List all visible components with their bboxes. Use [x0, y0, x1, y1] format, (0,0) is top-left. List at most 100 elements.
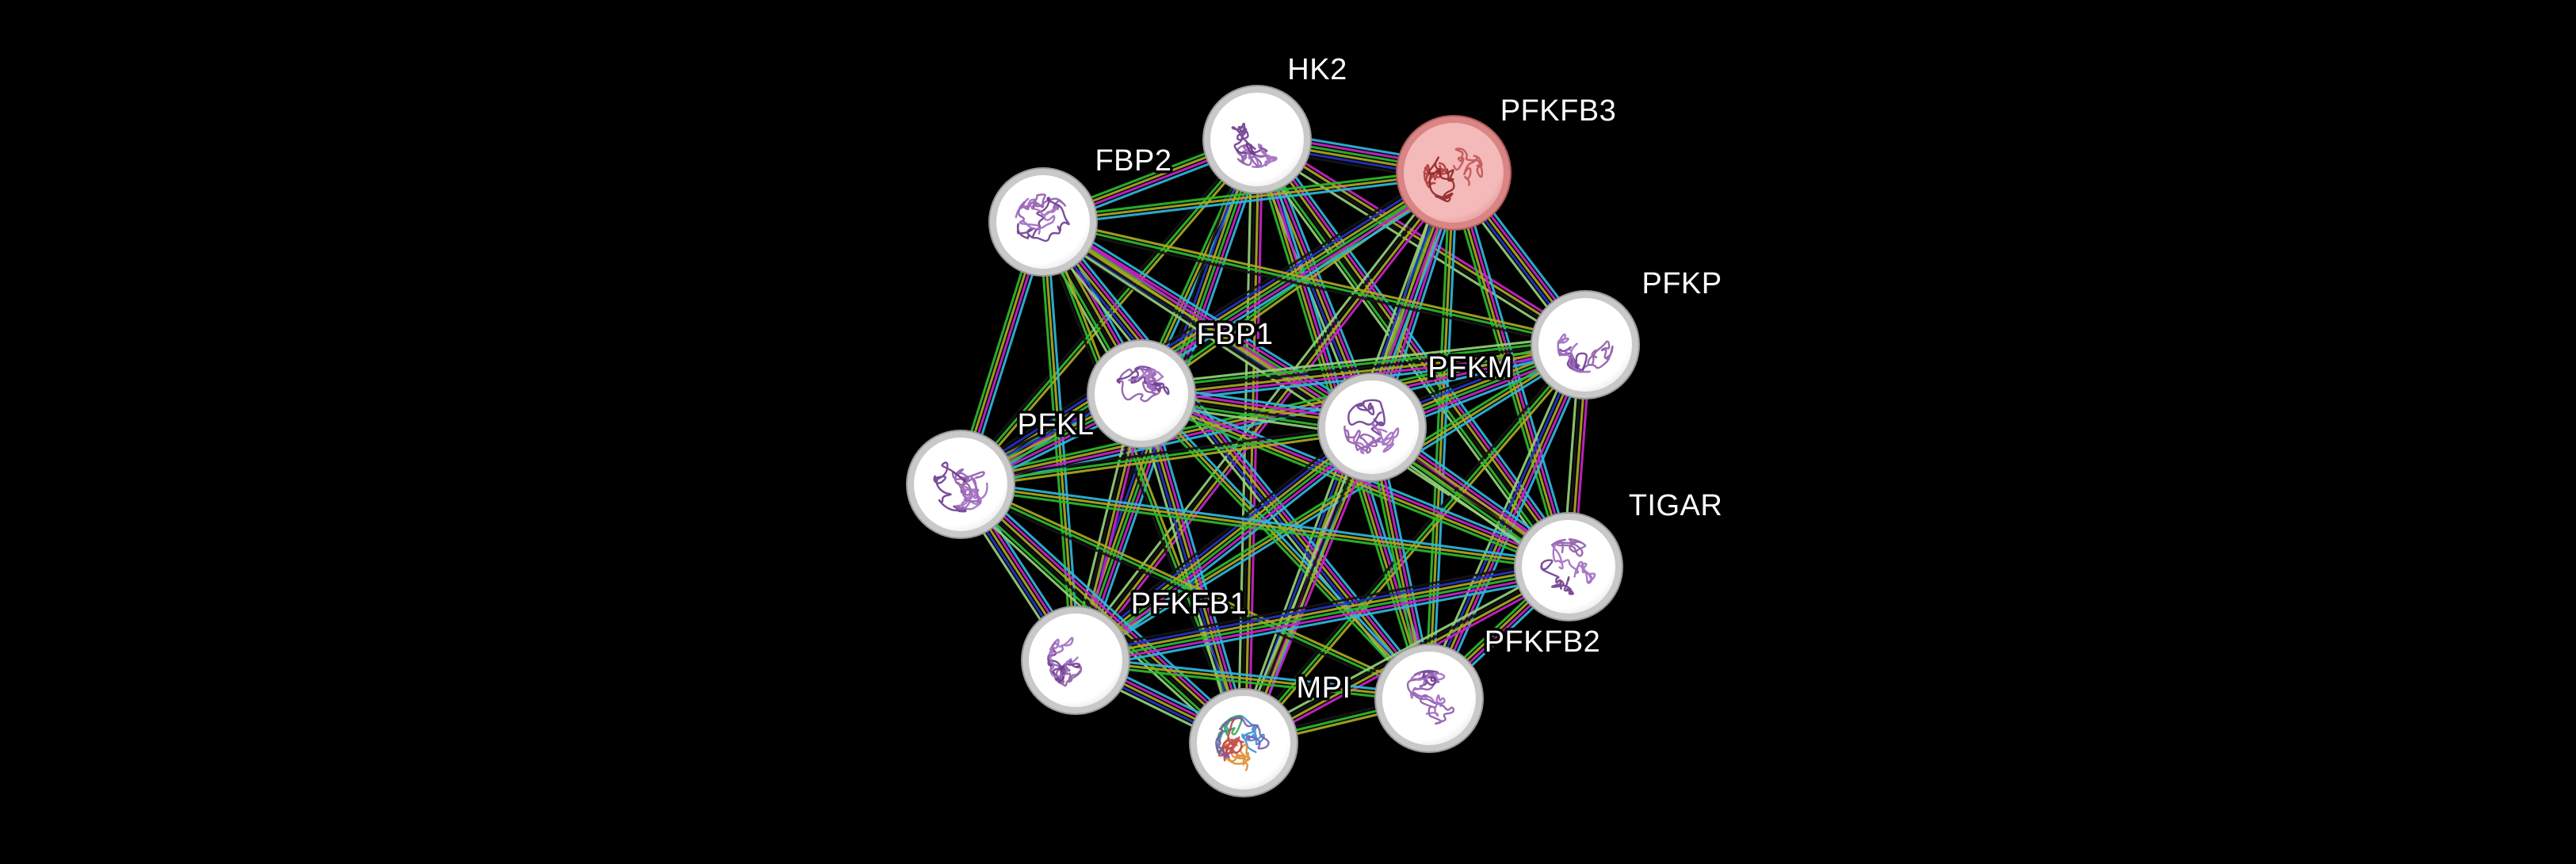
edge-PFKP-PFKFB1[interactable]: [1072, 340, 1588, 665]
edge-evidence-line: [1140, 392, 1431, 700]
node-FBP2[interactable]: [988, 167, 1098, 277]
edge-evidence-line: [1421, 340, 1580, 697]
protein-structure-icon: [1245, 143, 1278, 168]
edge-evidence-line: [1074, 567, 1570, 663]
edge-evidence-line: [1137, 395, 1428, 702]
protein-structure-icon: [1352, 422, 1400, 454]
nodes-layer: [906, 85, 1640, 797]
node-FBP1[interactable]: [1087, 339, 1196, 449]
edge-evidence-line: [1073, 560, 1569, 656]
edge-PFKL-PFKFB2[interactable]: [957, 480, 1432, 703]
protein-structure-icon: [1557, 333, 1591, 373]
protein-structure-icon: [1217, 717, 1244, 762]
edge-evidence-line: [1046, 212, 1378, 421]
edge-PFKFB3-FBP2[interactable]: [1041, 167, 1456, 227]
protein-structure-icon: [1047, 641, 1081, 683]
edge-evidence-line: [1071, 422, 1370, 658]
node-TIGAR[interactable]: [1514, 512, 1623, 621]
edge-evidence-line: [1074, 655, 1431, 696]
protein-structure-icon: [1015, 197, 1058, 235]
edge-evidence-line: [1073, 663, 1431, 704]
edge-evidence-line: [1074, 659, 1431, 700]
node-label-PFKM: PFKM: [1428, 351, 1513, 384]
edge-evidence-line: [1237, 423, 1369, 742]
edge-evidence-line: [963, 479, 1249, 740]
edge-evidence-line: [1072, 340, 1585, 659]
edge-evidence-line: [1041, 175, 1456, 227]
node-PFKFB2[interactable]: [1374, 644, 1484, 753]
labels-layer: HK2PFKFB3FBP2PFKPFBP1PFKMPFKLTIGARPFKFB1…: [1015, 51, 1725, 708]
node-PFKL[interactable]: [906, 430, 1015, 539]
edge-evidence-line: [1244, 426, 1375, 745]
node-body: [996, 175, 1090, 269]
edge-evidence-line: [1142, 174, 1458, 399]
node-body: [1522, 520, 1615, 614]
protein-structure-icon: [1453, 147, 1484, 186]
node-PFKM[interactable]: [1317, 373, 1427, 482]
edge-evidence-line: [1139, 335, 1586, 387]
node-PFKFB3[interactable]: [1396, 115, 1512, 231]
edge-evidence-line: [1140, 342, 1587, 394]
edge-evidence-line: [1041, 224, 1586, 350]
edge-evidence-line: [1042, 216, 1588, 343]
edge-evidence-line: [959, 483, 1431, 700]
node-label-PFKL: PFKL: [1017, 408, 1094, 442]
node-body: [1382, 652, 1476, 745]
protein-structure-icon: [1550, 538, 1587, 557]
edge-evidence-line: [1139, 338, 1586, 390]
node-label-PFKP: PFKP: [1642, 267, 1722, 300]
node-PFKP[interactable]: [1531, 290, 1640, 400]
node-HK2[interactable]: [1202, 85, 1312, 194]
protein-structure-icon: [1540, 559, 1574, 595]
edge-evidence-line: [1068, 419, 1368, 655]
node-body: [1325, 380, 1419, 474]
edge-PFKM-PFKL[interactable]: [958, 422, 1374, 490]
edge-evidence-line: [1045, 220, 1081, 662]
node-MPI[interactable]: [1189, 688, 1298, 797]
edge-evidence-line: [1240, 425, 1372, 744]
edge-evidence-line: [1424, 342, 1584, 698]
edge-evidence-line: [1247, 428, 1378, 747]
edge-evidence-line: [1139, 394, 1569, 570]
edge-evidence-line: [958, 422, 1373, 482]
edge-evidence-line: [1447, 173, 1565, 570]
edge-FBP2-PFKP[interactable]: [1041, 216, 1588, 350]
edge-evidence-line: [1454, 170, 1572, 568]
protein-structure-icon: [1428, 156, 1455, 203]
protein-structure-icon: [1215, 717, 1270, 759]
edge-evidence-line: [1038, 222, 1242, 746]
edge-evidence-line: [1242, 343, 1587, 744]
edge-evidence-line: [959, 345, 1588, 487]
protein-structure-icon: [1128, 365, 1164, 389]
edge-PFKM-MPI[interactable]: [1237, 423, 1378, 747]
node-body: [1404, 123, 1504, 223]
edge-evidence-line: [1142, 390, 1433, 698]
edge-evidence-line: [960, 430, 1374, 490]
edge-evidence-line: [1074, 343, 1587, 662]
protein-structure-icon: [1551, 542, 1596, 584]
node-body: [1210, 93, 1304, 186]
edge-evidence-line: [1075, 571, 1571, 667]
protein-structure-icon: [1236, 143, 1267, 168]
edge-evidence-line: [1072, 556, 1569, 653]
edge-evidence-line: [959, 138, 1259, 486]
node-label-HK2: HK2: [1287, 53, 1347, 86]
edge-TIGAR-PFKFB1[interactable]: [1072, 556, 1572, 671]
node-PFKFB1[interactable]: [1021, 606, 1130, 715]
edge-evidence-line: [958, 487, 1569, 572]
edge-PFKL-TIGAR[interactable]: [958, 479, 1571, 572]
node-body: [1538, 298, 1632, 392]
edge-evidence-line: [959, 483, 1570, 568]
edge-FBP1-PFKFB2[interactable]: [1137, 390, 1433, 702]
protein-structure-icon: [1016, 197, 1070, 243]
protein-structure-icon: [1347, 399, 1385, 436]
edge-evidence-line: [1045, 216, 1377, 424]
edge-PFKFB1-PFKFB2[interactable]: [1073, 655, 1431, 704]
protein-structure-icon: [1343, 425, 1382, 454]
protein-structure-icon: [1231, 122, 1268, 156]
edge-evidence-line: [961, 481, 1247, 743]
edge-evidence-line: [1041, 167, 1455, 220]
edge-evidence-line: [1076, 346, 1588, 665]
